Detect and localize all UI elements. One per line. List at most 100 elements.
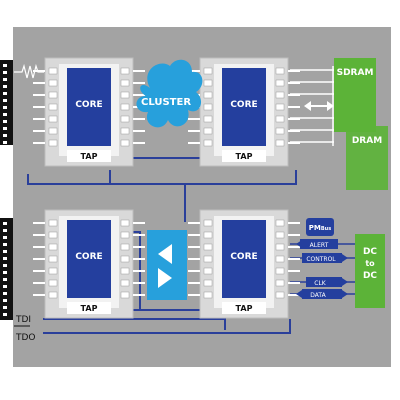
connector-pin-dots [3, 64, 7, 316]
chip-contact-left [48, 267, 58, 275]
chip-pin-right [288, 234, 300, 236]
connector-pin [3, 236, 7, 239]
signal-clk-label: CLK [314, 280, 327, 287]
connector-pin [3, 257, 7, 260]
chip-contact-left [203, 91, 213, 99]
chip-contact-right [120, 103, 130, 111]
connector-pin [3, 127, 7, 130]
connector-pins-bottom [0, 218, 13, 320]
connector-pin [3, 292, 7, 295]
chip-pin-right [288, 258, 300, 260]
bidirectional-arrow-icon [304, 101, 334, 111]
chip-pin-left [33, 234, 45, 236]
chip-contact-left [203, 267, 213, 275]
chip-pin-left [33, 270, 45, 272]
chip-contact-left [48, 255, 58, 263]
chip-contact-left [203, 231, 213, 239]
chip-pin-right [288, 82, 300, 84]
chip-contact-right [120, 79, 130, 87]
chip-pin-left [33, 82, 45, 84]
chip-pin-right [133, 222, 145, 224]
chip-pin-right [288, 94, 300, 96]
chip-contact-right [275, 103, 285, 111]
chip-pin-left [33, 246, 45, 248]
chip-pin-right [288, 246, 300, 248]
dc-line2: to [365, 259, 375, 268]
mux-triangle-icon [158, 244, 172, 264]
connector-pin [3, 134, 7, 137]
chip-contact-left [203, 291, 213, 299]
chip-contact-left [203, 67, 213, 75]
core-label: CORE [75, 100, 102, 110]
chip-contact-left [48, 219, 58, 227]
signal-control: CONTROL [302, 253, 348, 263]
chip-pin-left [188, 282, 200, 284]
tap-label: TAP [81, 304, 98, 313]
chip-contact-left [203, 243, 213, 251]
connector-pin [3, 78, 7, 81]
connector-pin [3, 64, 7, 67]
chip-contact-right [275, 79, 285, 87]
core-label: CORE [230, 252, 257, 262]
chip-contact-right [275, 291, 285, 299]
chip-pin-left [188, 142, 200, 144]
signal-data-label: DATA [310, 292, 326, 299]
dc-dc-block: DC to DC [355, 234, 385, 308]
chip-contact-right [120, 139, 130, 147]
chip-contact-right [120, 267, 130, 275]
chip-contact-right [275, 91, 285, 99]
chip-contact-left [48, 67, 58, 75]
pmbus-pm: PM [309, 224, 321, 232]
core-block [222, 68, 266, 146]
chip-contact-right [120, 115, 130, 123]
core-block [67, 68, 111, 146]
chip-pin-left [188, 222, 200, 224]
connector-pin [3, 264, 7, 267]
chip-pin-right [133, 70, 145, 72]
chip-contact-left [48, 139, 58, 147]
chip-pin-left [33, 294, 45, 296]
chip-pin-left [188, 118, 200, 120]
chip-contact-right [120, 219, 130, 227]
signal-data: DATA [296, 289, 348, 299]
chip-pin-left [33, 106, 45, 108]
connector-pin [3, 250, 7, 253]
chip-pin-left [33, 222, 45, 224]
connector-pin [3, 313, 7, 316]
mux-triangle-icon [158, 268, 172, 288]
chip-pin-right [288, 130, 300, 132]
chip-contact-right [275, 67, 285, 75]
connector-pin [3, 99, 7, 102]
chip-contact-left [48, 103, 58, 111]
connector-pin [3, 113, 7, 116]
chip-pin-right [288, 222, 300, 224]
signal-clk: CLK [306, 277, 348, 287]
chip-contact-left [48, 127, 58, 135]
chip-contact-right [120, 243, 130, 251]
chip-contact-left [203, 115, 213, 123]
chip-contact-left [48, 279, 58, 287]
pmbus-badge: PMBus [306, 218, 334, 236]
chip-contact-right [275, 279, 285, 287]
connector-pin [3, 299, 7, 302]
cluster-label: CLUSTER [141, 97, 191, 108]
tdi-label: TDI [15, 315, 31, 325]
pmbus-bus: Bus [321, 226, 331, 232]
chip-contact-right [275, 231, 285, 239]
chip-pin-right [133, 142, 145, 144]
signal-alert-label: ALERT [310, 242, 329, 249]
chip-pin-left [188, 294, 200, 296]
chip-contact-right [275, 219, 285, 227]
chip-contact-left [203, 139, 213, 147]
chip-pin-right [133, 294, 145, 296]
chip-contact-left [203, 127, 213, 135]
chip-pin-left [33, 258, 45, 260]
chip-pin-left [33, 118, 45, 120]
connector-pin [3, 306, 7, 309]
chip-contact-right [120, 291, 130, 299]
connector-pin [3, 271, 7, 274]
